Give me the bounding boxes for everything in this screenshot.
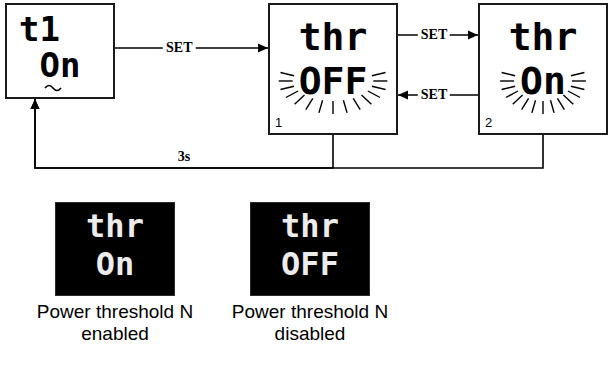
blink-ray bbox=[279, 80, 293, 81]
blink-ray bbox=[502, 86, 515, 89]
blinking-display: thrOFF 1 bbox=[268, 3, 398, 135]
blink-ray bbox=[571, 73, 585, 76]
blink-ray bbox=[373, 80, 387, 81]
display-text: t1 bbox=[19, 11, 60, 47]
callout-number: 2 bbox=[485, 115, 492, 130]
arrow-head bbox=[398, 91, 408, 100]
caption: Power threshold N enabled bbox=[20, 301, 210, 345]
display-box: t1On bbox=[5, 3, 115, 99]
display-line: OFF bbox=[270, 59, 396, 103]
callout-number: 1 bbox=[275, 115, 282, 130]
display-line: On bbox=[480, 59, 606, 103]
edge-label: SET bbox=[418, 27, 450, 43]
display-line: OFF bbox=[251, 245, 369, 283]
arrow-head bbox=[468, 31, 478, 40]
blink-ray bbox=[368, 91, 380, 98]
edge-label: SET bbox=[163, 40, 195, 56]
display-line: thr bbox=[56, 207, 174, 245]
display-text: thr bbox=[86, 207, 144, 245]
display-line: thr bbox=[480, 15, 606, 59]
display-line: thr bbox=[270, 15, 396, 59]
blink-ray bbox=[500, 80, 514, 81]
blink-ray bbox=[568, 91, 580, 98]
display-text: thr bbox=[299, 15, 368, 59]
arrow-head bbox=[31, 99, 40, 109]
blink-ray bbox=[372, 86, 386, 89]
display-text: On bbox=[40, 47, 81, 83]
edge-label: SET bbox=[418, 87, 450, 103]
blink-ray bbox=[372, 73, 386, 76]
arrow-head bbox=[31, 99, 40, 109]
blinking-display: thrOn 2 bbox=[478, 3, 608, 135]
display-text: OFF bbox=[281, 245, 339, 283]
caption: Power threshold N disabled bbox=[215, 301, 405, 345]
blink-ray bbox=[286, 91, 298, 98]
display-text: thr bbox=[281, 207, 339, 245]
arrow-head bbox=[258, 44, 268, 53]
blink-ray bbox=[506, 91, 518, 98]
display-text: On bbox=[520, 59, 566, 103]
blink-ray bbox=[281, 73, 295, 76]
tilde-symbol bbox=[45, 86, 61, 91]
blink-ray bbox=[281, 86, 295, 89]
blink-ray bbox=[571, 86, 585, 89]
display-panel: thrOnPower threshold N enabled bbox=[55, 202, 175, 296]
blink-ray bbox=[502, 73, 515, 76]
display-text: On bbox=[96, 245, 135, 283]
display-line: On bbox=[7, 47, 113, 83]
display-line: On bbox=[56, 245, 174, 283]
edge-label: 3s bbox=[175, 149, 193, 165]
display-text: OFF bbox=[299, 59, 368, 103]
display-text: thr bbox=[509, 15, 578, 59]
display-line: t1 bbox=[7, 11, 113, 47]
blink-ray bbox=[572, 80, 586, 81]
display-line: thr bbox=[251, 207, 369, 245]
display-panel: thrOFFPower threshold N disabled bbox=[250, 202, 370, 296]
